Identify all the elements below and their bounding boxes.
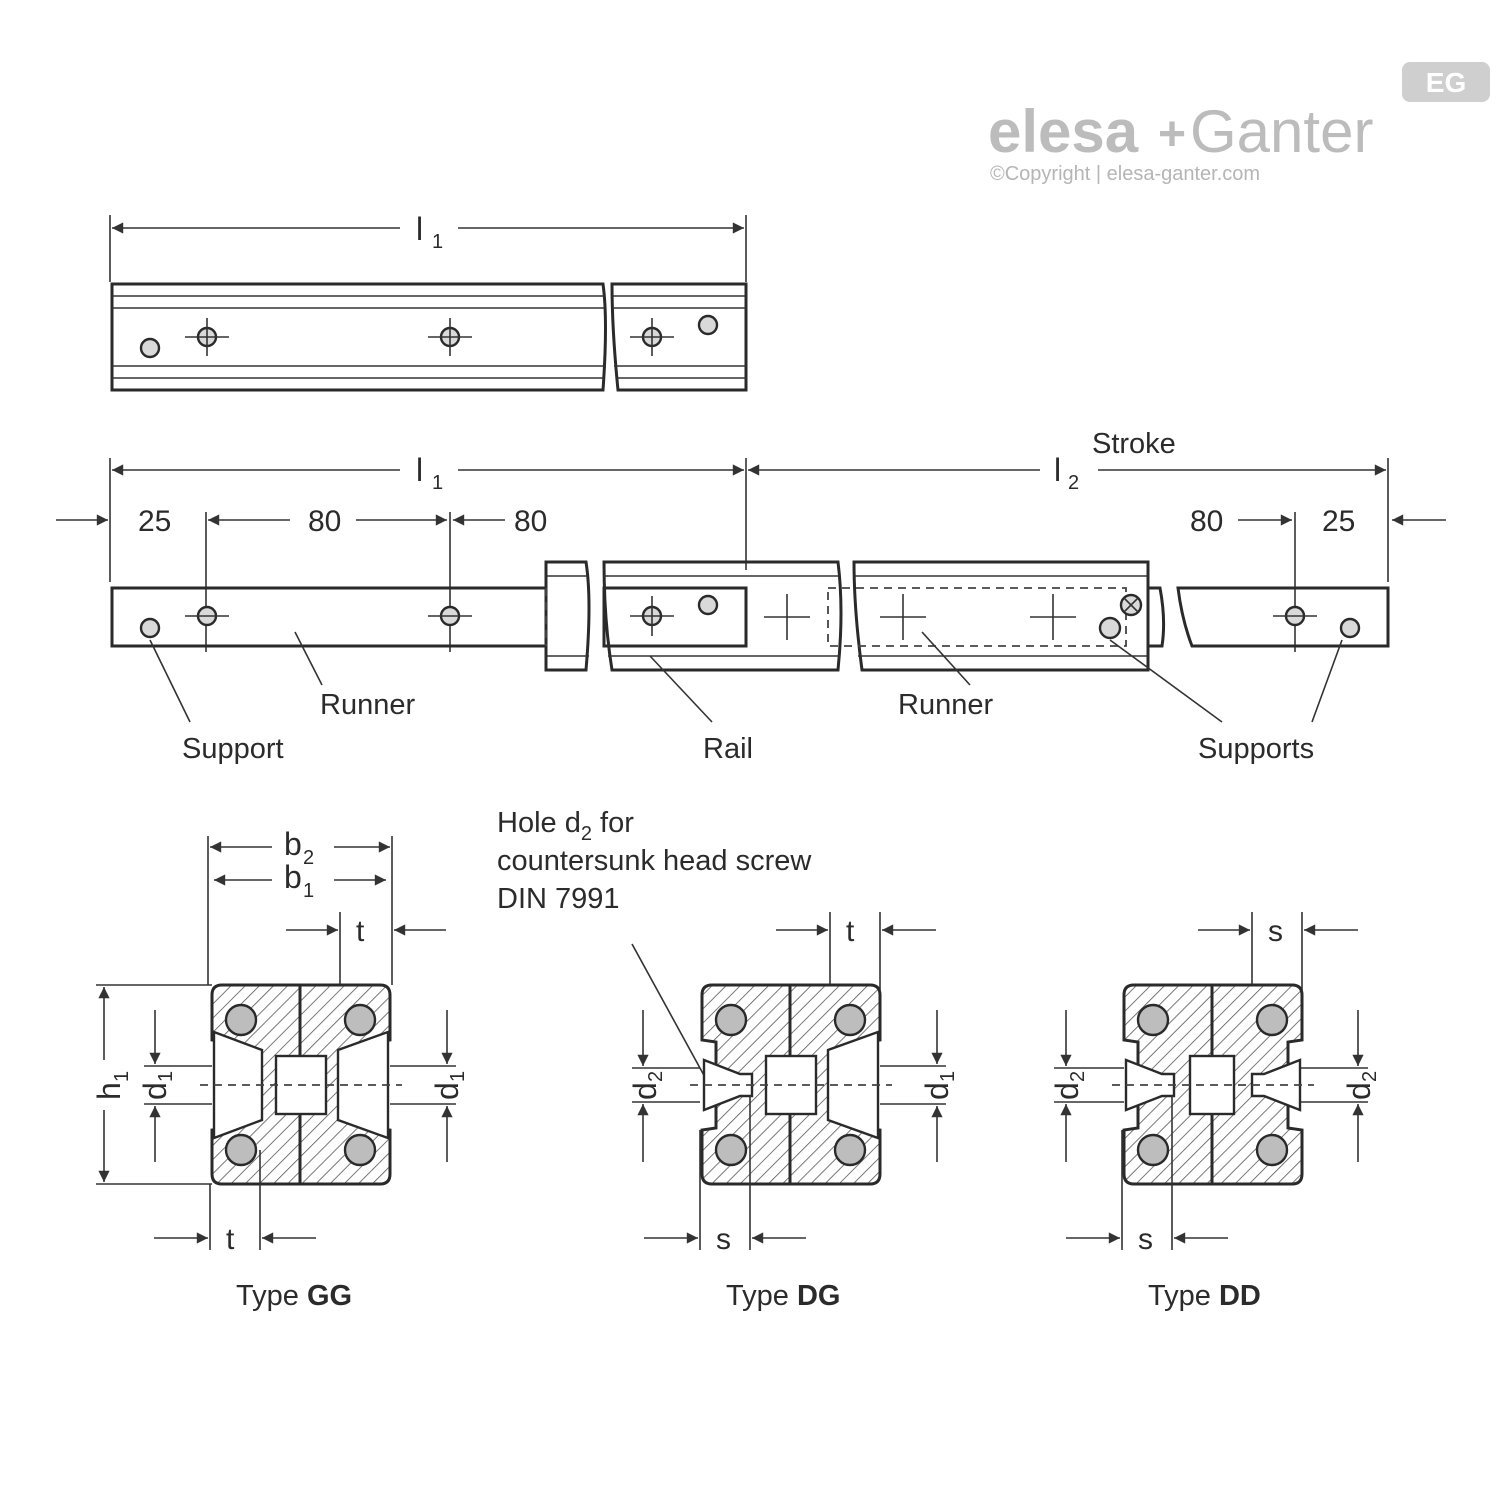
dim-h1: h [91, 1082, 127, 1100]
hole-note-line2: countersunk head screw [497, 845, 812, 877]
dim-d2-dd-right-sub: 2 [1359, 1071, 1381, 1082]
hole-note-line1: Hole d2 for [497, 807, 634, 845]
dim-s-bottom-dd: s [1138, 1223, 1153, 1256]
dim-25-right: 25 [1322, 505, 1355, 538]
dim-t-top-dg: t [846, 915, 855, 948]
section-type-dd: s d 2 d 2 s Type DD [1049, 912, 1381, 1312]
dim-80-b: 80 [514, 505, 547, 538]
dim-t-bottom-gg: t [226, 1223, 235, 1256]
brand-badge-text: EG [1426, 67, 1466, 98]
dim-t-top-gg: t [356, 915, 365, 948]
dim-80-right: 80 [1190, 505, 1223, 538]
brand-name-right: Ganter [1190, 98, 1373, 165]
dim-d1-right-sub: 1 [447, 1071, 469, 1082]
dim-d1-right: d [429, 1082, 465, 1100]
dim-b1: b [284, 859, 302, 895]
slide-extended-view: l 1 l 2 Stroke 25 80 80 80 25 [56, 428, 1446, 765]
dim-l1-sub: 1 [432, 472, 443, 494]
section-type-gg: b 2 b 1 t h 1 d 1 d 1 [91, 826, 469, 1312]
label-runner-left: Runner [320, 689, 415, 721]
brand-name-left: elesa [988, 98, 1139, 165]
dim-d1-dg: d [919, 1082, 955, 1100]
dim-l1: l [416, 452, 423, 488]
dim-b2-sub: 2 [303, 847, 314, 869]
label-rail: Rail [703, 733, 753, 765]
mounting-hole [139, 593, 1361, 640]
type-dd-label: Type DD [1148, 1280, 1261, 1312]
brand-badge [1402, 62, 1490, 102]
dim-d2-dd-left: d [1049, 1082, 1085, 1100]
dim-b1-sub: 1 [303, 880, 314, 902]
label-support: Support [182, 733, 284, 765]
brand-plus: + [1158, 108, 1186, 161]
mounting-hole [139, 314, 719, 359]
label-supports: Supports [1198, 733, 1314, 765]
rail-top-view: l 1 [109, 211, 748, 392]
dim-25-left: 25 [138, 505, 171, 538]
dim-d2-dd-left-sub: 2 [1067, 1071, 1089, 1082]
brand-logo: EG elesa + Ganter ©Copyright | elesa-gan… [988, 62, 1490, 185]
dim-l2-sub: 2 [1068, 472, 1079, 494]
dim-d2-dg-sub: 2 [645, 1071, 667, 1082]
dim-l2: l [1054, 452, 1061, 488]
dim-80-a: 80 [308, 505, 341, 538]
type-dg-label: Type DG [726, 1280, 840, 1312]
dim-l1-top: l [416, 211, 423, 247]
dim-h1-sub: 1 [111, 1071, 133, 1082]
dim-d2-dd-right: d [1341, 1082, 1377, 1100]
dim-s-bottom-dg: s [716, 1223, 731, 1256]
hole-note: Hole d2 for countersunk head screw DIN 7… [497, 807, 812, 1091]
section-type-dg: t d 2 d 1 s Type DG [627, 912, 959, 1312]
dim-d1-left-sub: 1 [155, 1071, 177, 1082]
dim-d1-dg-sub: 1 [937, 1071, 959, 1082]
type-gg-label: Type GG [236, 1280, 352, 1312]
dim-d2-dg: d [627, 1082, 663, 1100]
copyright-text: ©Copyright | elesa-ganter.com [990, 163, 1260, 185]
dim-b2: b [284, 826, 302, 862]
dim-l1-top-sub: 1 [432, 231, 443, 253]
stroke-label: Stroke [1092, 428, 1176, 460]
dim-s-top-dd: s [1268, 915, 1283, 948]
hole-note-line3: DIN 7991 [497, 883, 620, 915]
label-runner-right: Runner [898, 689, 993, 721]
dim-d1-left: d [137, 1082, 173, 1100]
